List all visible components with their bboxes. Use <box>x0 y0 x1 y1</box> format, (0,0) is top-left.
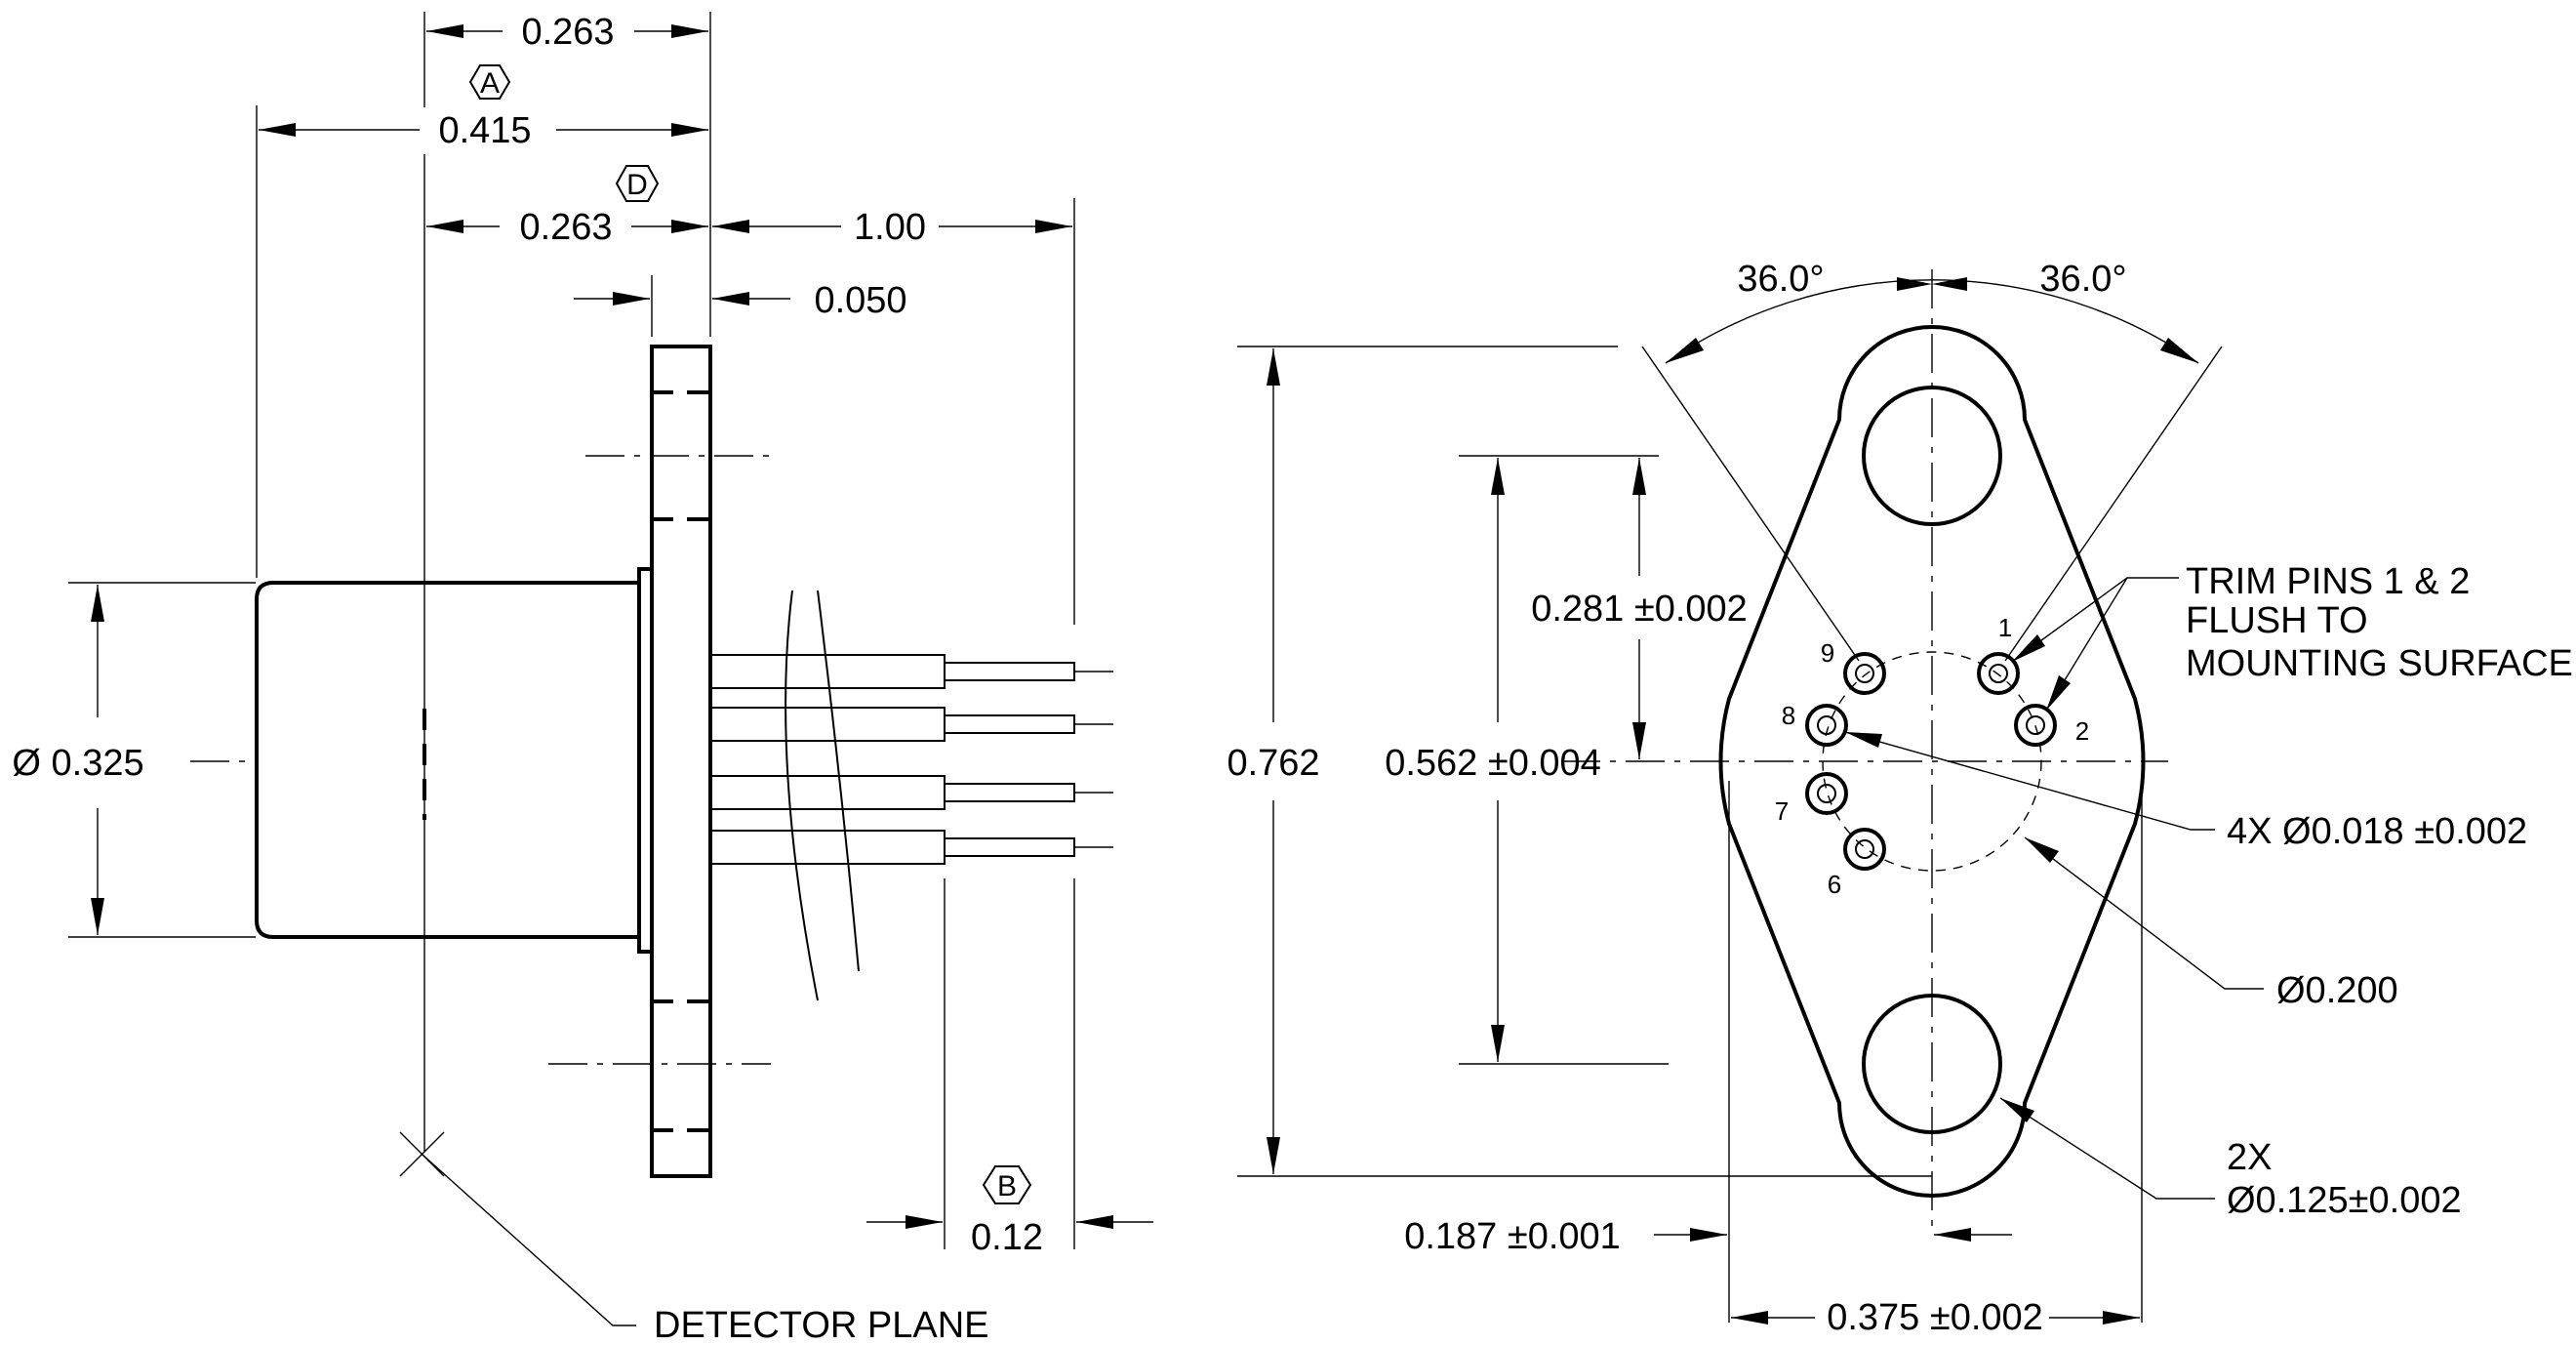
pin-6-inner <box>1855 839 1874 859</box>
side-view: 0.263 A 0.415 D 0.263 <box>12 8 1153 1345</box>
lead-pin-3 <box>944 783 1075 802</box>
dim-half-spacing-label: 0.281 ±0.002 <box>1531 589 1748 630</box>
pin-9-outer <box>1843 652 1886 695</box>
trim-note-line1: TRIM PINS 1 & 2 <box>2186 561 2470 602</box>
datum-a: A <box>468 64 511 100</box>
angle-left-label: 36.0° <box>1737 259 1824 300</box>
angle-arc <box>1665 279 2199 364</box>
detector-plane-callout: DETECTOR PLANE <box>399 1131 988 1345</box>
pin-label-9: 9 <box>1821 638 1834 668</box>
dim-d-label: 0.263 <box>519 207 612 248</box>
pin-2-inner <box>2026 715 2045 735</box>
dim-flange-0050: 0.050 <box>574 280 907 321</box>
lead-pins <box>709 590 1075 1001</box>
dim-edge-label: 0.187 ±0.001 <box>1404 1216 1621 1257</box>
dim-height-0762: 0.762 <box>1227 348 1320 1174</box>
mounting-hole-callout: 2X Ø0.125±0.002 <box>1999 1097 2462 1221</box>
lead-sleeve-2 <box>709 707 946 742</box>
pin-label-2: 2 <box>2075 716 2089 746</box>
dim-diameter-0325: Ø 0.325 <box>12 585 144 935</box>
pin-8-inner <box>1817 715 1836 735</box>
dim-b-012: 0.12 <box>866 1215 1153 1258</box>
pin-1-outer <box>1977 652 2020 695</box>
lead-break-line-left <box>785 590 819 1001</box>
angle-arrow-center-left <box>1897 277 1932 291</box>
lead-pin-1 <box>944 662 1075 681</box>
dim-top-0263: 0.263 <box>426 8 708 55</box>
pin-6-outer <box>1843 828 1886 871</box>
bolt-circle-callout: Ø0.200 <box>2024 836 2398 1011</box>
datum-d-label: D <box>626 169 648 201</box>
pin-label-1: 1 <box>1998 613 2012 642</box>
trim-note-line2: FLUSH TO <box>2186 600 2368 641</box>
datum-b-label: B <box>997 1170 1017 1202</box>
hole-diameter-label: Ø0.125±0.002 <box>2227 1180 2462 1221</box>
detector-can-body <box>255 581 639 939</box>
top-view: 36.0° 36.0° 9 1 8 2 7 6 <box>1227 259 2573 1340</box>
dim-d-0263: 0.263 <box>426 203 708 250</box>
lead-break-line-right <box>817 590 860 972</box>
bolt-circle <box>1822 651 2042 872</box>
angle-arrow-center-right <box>1932 277 1967 291</box>
dim-lead-length-100: 1.00 <box>712 203 1072 250</box>
dim-diameter-label: Ø 0.325 <box>12 743 143 784</box>
pin-7-inner <box>1817 784 1836 803</box>
flange-outline <box>1718 325 2146 1198</box>
lead-pin-2 <box>944 714 1075 734</box>
pin-diameter-callout: 4X Ø0.018 ±0.002 <box>1844 731 2527 852</box>
dim-edge-0187: 0.187 ±0.001 <box>1404 1216 2012 1257</box>
pin-1-inner <box>1989 664 2008 683</box>
angle-arrow-left <box>1666 338 1704 363</box>
mounting-hole-lower <box>1862 994 2002 1134</box>
lead-sleeve-3 <box>709 775 946 810</box>
dim-overall-0415: 0.415 <box>259 107 708 154</box>
mounting-hole-upper <box>1862 386 2002 526</box>
dim-half-spacing-0281: 0.281 ±0.002 <box>1531 458 1748 759</box>
dim-hole-spacing-0562: 0.562 ±0.004 <box>1385 458 1601 1062</box>
pin-2-outer <box>2014 704 2057 747</box>
pin-diameter-label: 4X Ø0.018 ±0.002 <box>2227 811 2527 852</box>
pin-label-6: 6 <box>1828 870 1841 899</box>
hole-count-label: 2X <box>2227 1137 2272 1178</box>
pin-8-outer <box>1805 704 1848 747</box>
trim-pins-callout: TRIM PINS 1 & 2 FLUSH TO MOUNTING SURFAC… <box>2011 561 2573 712</box>
dim-height-label: 0.762 <box>1227 743 1319 784</box>
pin-9-inner <box>1855 664 1874 683</box>
angle-right-label: 36.0° <box>2039 259 2126 300</box>
angle-line-left <box>1641 346 1860 662</box>
lead-sleeve-4 <box>709 830 946 865</box>
datum-b: B <box>982 1165 1032 1204</box>
pin-7-outer <box>1805 772 1848 815</box>
dim-width-label: 0.375 ±0.002 <box>1827 1297 2043 1338</box>
datum-a-label: A <box>480 67 500 100</box>
dim-overall-label: 0.415 <box>438 110 531 151</box>
dim-flange-label: 0.050 <box>814 280 906 321</box>
dim-hole-spacing-label: 0.562 ±0.004 <box>1385 743 1601 784</box>
mounting-flange <box>650 345 712 1178</box>
dim-width-0375: 0.375 ±0.002 <box>1731 1293 2140 1340</box>
lead-pin-4 <box>944 837 1075 857</box>
angle-line-right <box>2004 346 2223 662</box>
dim-b-label: 0.12 <box>971 1217 1043 1258</box>
dim-top-label: 0.263 <box>521 12 614 53</box>
pin-label-7: 7 <box>1775 796 1789 826</box>
angle-arrow-right <box>2160 338 2198 363</box>
detector-plane-label: DETECTOR PLANE <box>654 1305 988 1345</box>
datum-d: D <box>615 165 660 202</box>
trim-note-line3: MOUNTING SURFACE <box>2186 643 2573 684</box>
pin-label-8: 8 <box>1782 701 1795 730</box>
pins: 9 1 8 2 7 6 <box>1775 613 2089 899</box>
bolt-circle-label: Ø0.200 <box>2276 970 2398 1011</box>
dim-lead-length-label: 1.00 <box>854 207 926 248</box>
